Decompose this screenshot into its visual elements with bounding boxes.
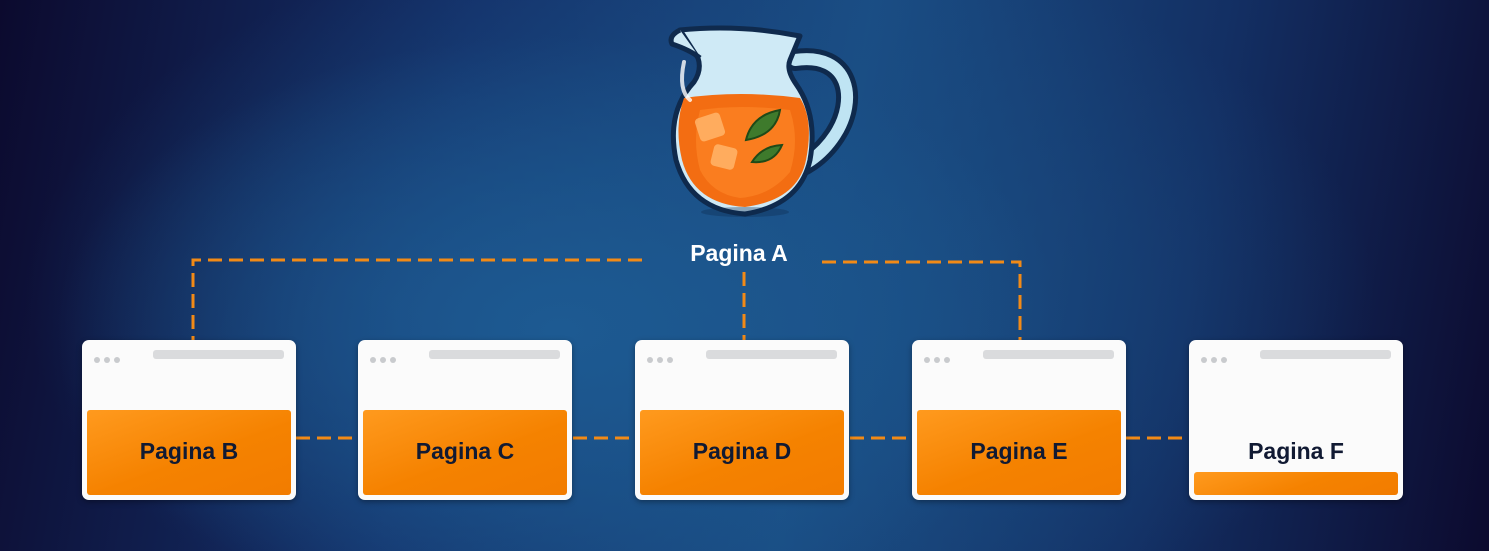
juice-pitcher-icon xyxy=(668,25,858,217)
page-fill xyxy=(640,410,844,495)
root-page-label: Pagina A xyxy=(690,240,788,266)
page-card-f[interactable]: Pagina F xyxy=(1189,340,1403,500)
page-label: Pagina D xyxy=(692,438,792,464)
window-dots-icon xyxy=(924,350,954,368)
page-card-d[interactable]: Pagina D xyxy=(635,340,849,500)
page-card-b[interactable]: Pagina B xyxy=(82,340,296,500)
address-bar xyxy=(429,350,560,359)
window-dots-icon xyxy=(370,350,400,368)
page-label: Pagina C xyxy=(415,438,515,464)
page-card-c[interactable]: Pagina C xyxy=(358,340,572,500)
page-label: Pagina E xyxy=(970,438,1068,464)
window-dots-icon xyxy=(94,350,124,368)
page-card-e[interactable]: Pagina E xyxy=(912,340,1126,500)
page-label: Pagina B xyxy=(139,438,239,464)
window-dots-icon xyxy=(647,350,677,368)
page-fill xyxy=(363,410,567,495)
connector-lines xyxy=(191,258,1189,440)
page-fill xyxy=(87,410,291,495)
page-label: Pagina F xyxy=(1248,438,1344,464)
address-bar xyxy=(983,350,1114,359)
address-bar xyxy=(706,350,837,359)
connector-a-to-b xyxy=(191,258,642,340)
window-dots-icon xyxy=(1201,350,1231,368)
connector-a-to-e xyxy=(822,260,1022,340)
address-bar xyxy=(1260,350,1391,359)
address-bar xyxy=(153,350,284,359)
page-fill xyxy=(1194,472,1398,495)
page-fill xyxy=(917,410,1121,495)
